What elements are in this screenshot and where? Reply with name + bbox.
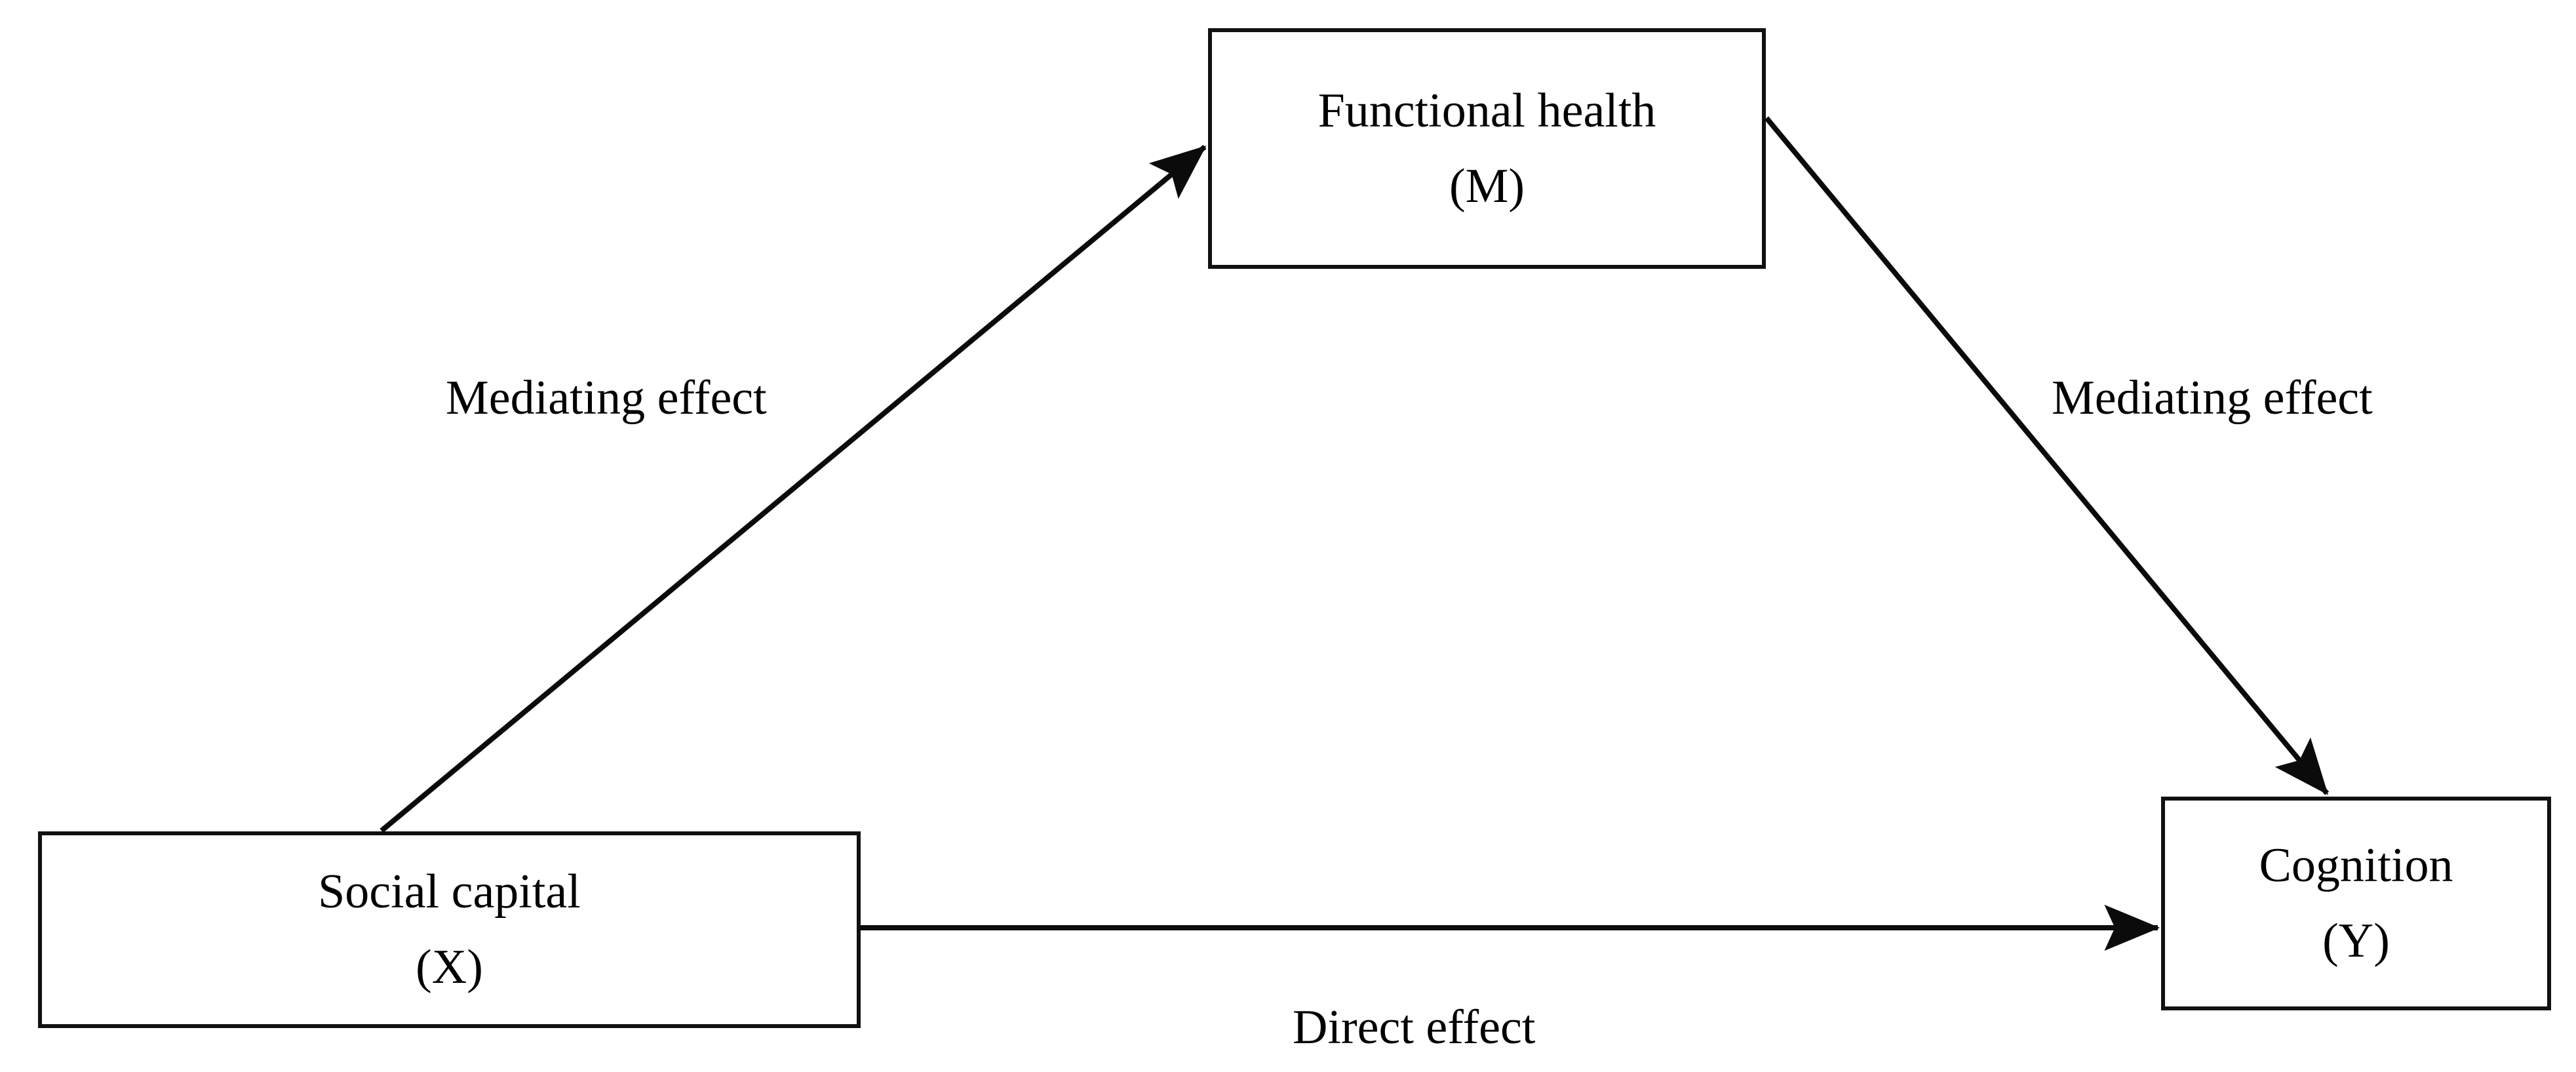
arrow-social-capital-to-functional-health bbox=[380, 144, 1207, 833]
node-cognition-symbol: (Y) bbox=[2322, 914, 2390, 968]
node-functional-health-symbol: (M) bbox=[1449, 159, 1525, 213]
node-cognition-title: Cognition bbox=[2259, 839, 2453, 893]
edge-label-direct-effect: Direct effect bbox=[1293, 1001, 1536, 1054]
node-social-capital-symbol: (X) bbox=[416, 940, 483, 994]
edge-label-mediating-effect-left: Mediating effect bbox=[446, 371, 767, 425]
node-cognition: Cognition (Y) bbox=[2161, 797, 2551, 1010]
edge-label-mediating-effect-right: Mediating effect bbox=[2052, 371, 2373, 425]
node-functional-health: Functional health (M) bbox=[1208, 28, 1766, 269]
node-social-capital: Social capital (X) bbox=[38, 831, 861, 1028]
node-social-capital-title: Social capital bbox=[318, 865, 581, 919]
arrow-functional-health-to-cognition bbox=[1764, 116, 2330, 795]
node-functional-health-title: Functional health bbox=[1317, 83, 1656, 138]
